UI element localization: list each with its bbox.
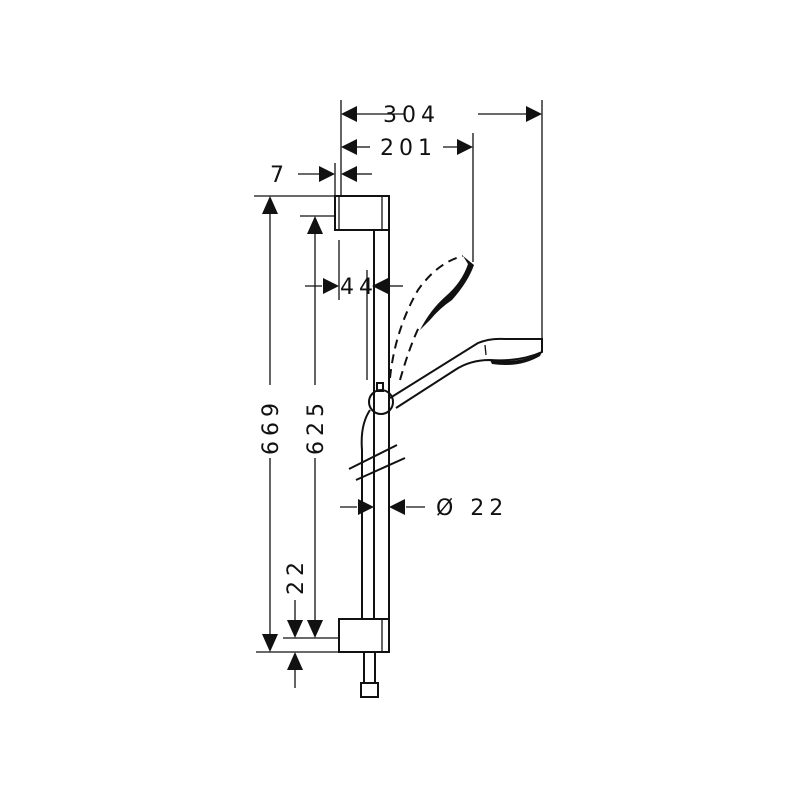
- dim-label-201: 201: [380, 136, 437, 161]
- bottom-wall-bracket: [256, 618, 390, 653]
- dim-label-44: 44: [340, 275, 378, 300]
- dim-label-22-bottom: 22: [284, 557, 309, 595]
- break-lines: [348, 444, 406, 481]
- dimension-22-bottom: 22: [284, 557, 309, 688]
- dimension-625: 625: [304, 216, 329, 638]
- hand-shower-alt-position: [389, 255, 474, 381]
- hand-shower: [389, 337, 543, 409]
- dimension-44: 44: [305, 240, 403, 300]
- dim-label-669: 669: [259, 398, 284, 455]
- shower-rail: [366, 230, 390, 619]
- dimension-7: 7: [270, 163, 372, 195]
- shower-hose: [360, 409, 371, 619]
- hose-connector: [360, 652, 379, 698]
- dim-label-7: 7: [270, 163, 289, 188]
- dimension-diameter-22: Ø 22: [340, 496, 508, 521]
- dim-label-diameter-22: Ø 22: [436, 496, 508, 521]
- slider-holder: [368, 382, 394, 415]
- dim-label-625: 625: [304, 398, 329, 455]
- top-wall-bracket: [254, 195, 390, 231]
- dimension-669: 669: [259, 196, 284, 652]
- dim-label-304: 304: [383, 103, 440, 128]
- dimension-201: 201: [341, 133, 474, 262]
- dimension-304: 304: [340, 100, 543, 345]
